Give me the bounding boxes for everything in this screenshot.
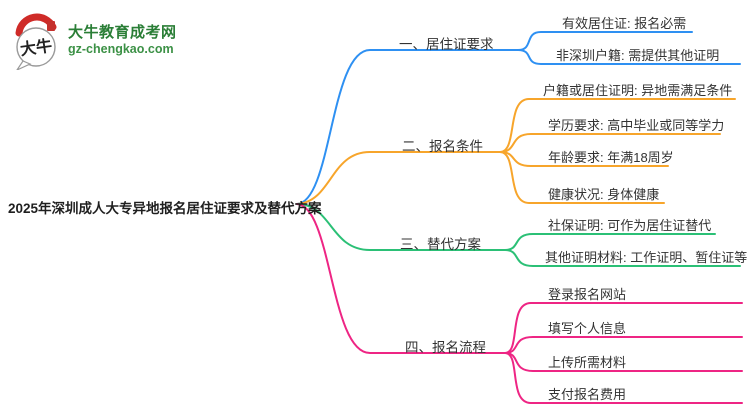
branch-4-label: 四、报名流程 [405, 340, 486, 355]
branch-1-line [296, 49, 519, 205]
branch-4-item-4-line [504, 352, 743, 404]
branch-3-line [296, 203, 506, 251]
branch-2-line [296, 151, 501, 205]
branch-3-item-1: 社保证明: 可作为居住证替代 [548, 218, 712, 233]
logo-bull-icon: 大牛 [15, 13, 57, 70]
branch-1-item-1: 有效居住证: 报名必需 [562, 16, 687, 31]
branch-4-item-1-line [504, 302, 743, 354]
branch-2-label: 二、报名条件 [402, 139, 483, 154]
branch-1-label: 一、居住证要求 [399, 37, 494, 52]
logo-icon-text: 大牛 [19, 36, 53, 59]
branch-4-item-1: 登录报名网站 [548, 287, 627, 302]
branch-1-item-2-line [517, 49, 741, 65]
branch-4-line [296, 203, 506, 354]
logo-domain: gz-chengkao.com [68, 42, 174, 57]
branch-4-item-4: 支付报名费用 [548, 387, 627, 402]
logo-title: 大牛教育成考网 [68, 23, 177, 41]
branch-3-item-2: 其他证明材料: 工作证明、暂住证等 [545, 250, 748, 265]
branch-2-item-1: 户籍或居住证明: 异地需满足条件 [543, 83, 733, 98]
branch-2-item-4: 健康状况: 身体健康 [548, 187, 660, 202]
branch-2-item-1-line [499, 98, 736, 153]
branch-2-item-3: 年龄要求: 年满18周岁 [548, 150, 674, 165]
site-logo: 大牛 大牛教育成考网 gz-chengkao.com [12, 12, 177, 70]
branch-2-item-2-line [499, 133, 721, 153]
branch-2-item-2: 学历要求: 高中毕业或同等学力 [548, 118, 725, 133]
branch-1-item-1-line [517, 31, 693, 51]
central-topic: 2025年深圳成人大专异地报名居住证要求及替代方案 [8, 201, 322, 216]
branch-3-label: 三、替代方案 [400, 237, 481, 252]
branch-3-item-1-line [504, 233, 716, 251]
branch-4-item-3: 上传所需材料 [548, 355, 627, 370]
branch-4-item-2-line [504, 336, 743, 354]
branch-4-item-2: 填写个人信息 [548, 321, 627, 336]
branch-1-item-2: 非深圳户籍: 需提供其他证明 [556, 48, 720, 63]
branch-3-item-2-line [504, 249, 741, 267]
branch-2-item-4-line [499, 151, 665, 204]
logo-seal [47, 21, 55, 31]
